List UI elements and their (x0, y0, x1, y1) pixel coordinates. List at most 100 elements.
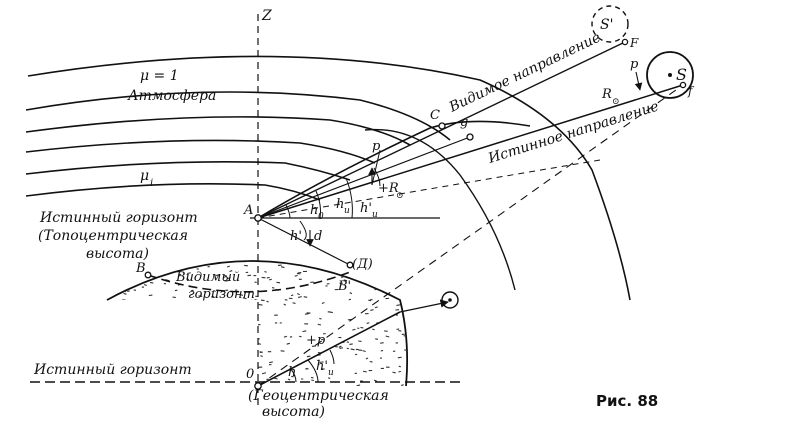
stipple-mark (369, 360, 373, 363)
R-right-label: R (601, 87, 612, 102)
stipple-mark (400, 250, 404, 251)
stipple-mark (362, 350, 366, 353)
stipple-mark (240, 313, 244, 316)
stipple-mark (283, 335, 288, 338)
stipple-mark (374, 306, 378, 309)
stipple-mark (311, 379, 315, 382)
point-C-label: C (430, 108, 440, 123)
atmosphere-arc-5 (25, 161, 351, 181)
stipple-mark (383, 242, 386, 243)
stipple-mark (210, 253, 213, 254)
stipple-mark (258, 258, 262, 259)
true-sun-disc (646, 51, 694, 99)
stipple-mark (280, 266, 285, 269)
stipple-mark (237, 248, 239, 249)
stipple-mark (253, 254, 256, 255)
stipple-mark (182, 309, 185, 311)
stipple-mark (154, 326, 158, 329)
sun-center-point (668, 73, 672, 77)
stipple-mark (250, 335, 255, 337)
point-C-marker (438, 122, 446, 130)
point-B-prime-marker (346, 261, 354, 269)
point-g-label: g (460, 115, 468, 130)
stipple-mark (339, 347, 344, 350)
stipple-mark (236, 374, 240, 377)
stipple-mark (380, 267, 385, 269)
stipple-mark (356, 384, 361, 386)
stipple-mark (186, 278, 190, 281)
stipple-mark (155, 261, 159, 262)
stipple-mark (306, 355, 311, 358)
stipple-mark (144, 303, 149, 306)
stipple-mark (200, 307, 204, 310)
stipple-mark (302, 330, 307, 333)
atmosphere-arc-4 (25, 139, 376, 164)
stipple-mark (115, 309, 120, 311)
stipple-mark (298, 335, 302, 338)
d-label: d (314, 229, 322, 244)
stipple-mark (151, 268, 155, 271)
stipple-mark (352, 328, 356, 331)
stipple-mark (239, 294, 244, 296)
sun-symbol-circle (441, 291, 459, 309)
true-sun-label: S (676, 65, 687, 84)
stipple-mark (244, 319, 249, 322)
stipple-mark (360, 326, 364, 329)
stipple-mark (264, 271, 267, 273)
p-right-arrow (634, 71, 643, 91)
stipple-mark (260, 299, 265, 302)
stipple-mark (213, 289, 216, 292)
stipple-mark (168, 378, 172, 380)
sun-symbol-dot (448, 298, 452, 302)
geo-height-label-1: (Геоцентрическая (248, 388, 389, 404)
earth-radius-line (257, 311, 401, 387)
stipple-mark (140, 311, 144, 314)
visible-horizon-label-1: Видимый (175, 270, 240, 285)
zenith-label: Z (261, 8, 272, 24)
stipple-mark (120, 354, 126, 357)
stipple-mark (143, 284, 147, 286)
stipple-mark (250, 346, 254, 349)
stipple-mark (328, 311, 333, 314)
stipple-mark (167, 315, 171, 318)
stipple-mark (331, 262, 335, 265)
stipple-mark (399, 285, 402, 288)
stipple-mark (244, 333, 249, 336)
stipple-mark (203, 246, 206, 247)
stipple-mark (184, 253, 186, 254)
h-prime-label: h' (290, 229, 302, 244)
geo-height-label-2: высота) (262, 404, 325, 420)
stipple-mark (305, 367, 308, 370)
geocentric-sun-ray (399, 299, 449, 313)
point-g-marker (466, 133, 474, 141)
stipple-mark (148, 270, 152, 273)
stipple-mark (349, 343, 353, 345)
p-upper-label: p (372, 139, 381, 154)
stipple-mark (123, 292, 127, 295)
stipple-mark (364, 280, 368, 283)
stipple-mark (109, 383, 113, 386)
stipple-mark (135, 348, 139, 350)
atmosphere-layers (25, 55, 631, 301)
refracted-ray (257, 120, 531, 219)
h-u-sub: u (344, 206, 350, 216)
point-D-label: (Д) (352, 257, 373, 272)
stipple-mark (347, 318, 352, 321)
stipple-mark (215, 274, 219, 277)
stipple-mark (169, 342, 173, 345)
stipple-mark (396, 304, 401, 306)
dip-ray (257, 217, 351, 266)
stipple-mark (242, 297, 247, 300)
stipple-mark (287, 378, 291, 381)
point-f-label: f (687, 84, 695, 98)
stipple-mark (255, 321, 258, 323)
stipple-mark (190, 289, 194, 292)
stipple-mark (338, 345, 342, 348)
figure-caption: Рис. 88 (596, 392, 658, 410)
mu-i-sub: i (150, 178, 153, 189)
stipple-mark (305, 249, 308, 250)
stipple-mark (186, 377, 190, 380)
visible-horizon-label-2: горизонт (188, 287, 255, 302)
stipple-mark (261, 372, 267, 375)
atmosphere-label: Атмосфера (127, 88, 216, 104)
